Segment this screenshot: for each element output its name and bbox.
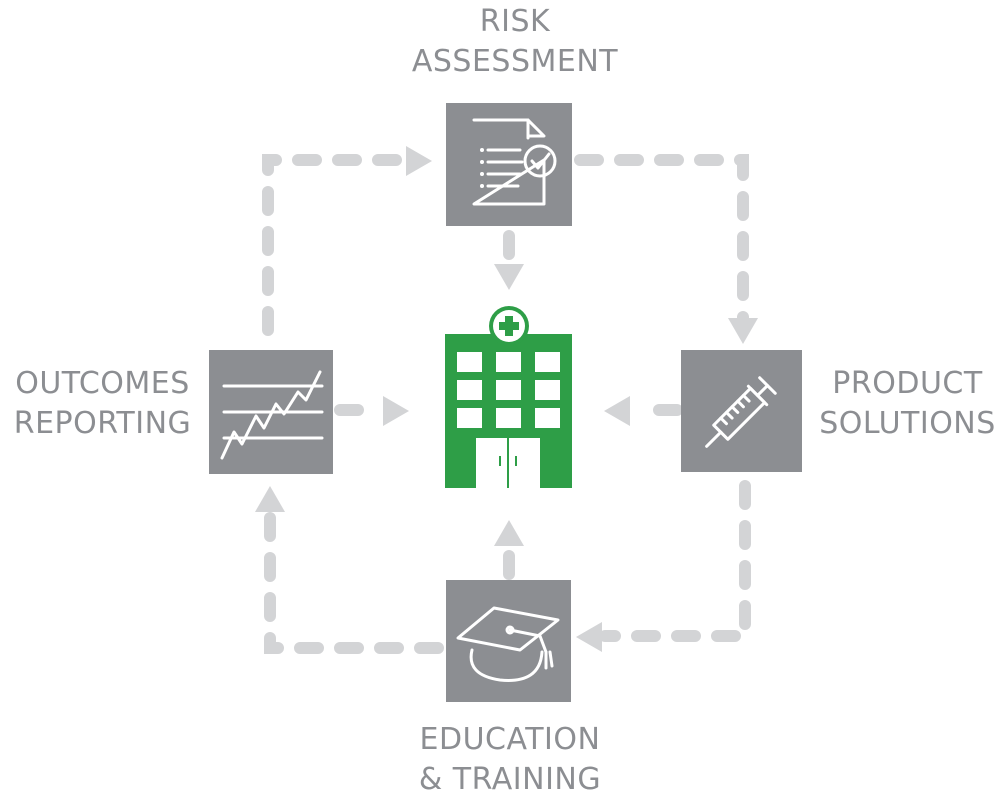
connector-outcomes-to-risk <box>262 154 406 336</box>
center-hospital-node <box>445 306 572 488</box>
product-solutions-label-line2: SOLUTIONS <box>819 406 996 441</box>
arrowhead-left-bottom <box>576 622 602 652</box>
graduation-cap-icon <box>456 606 560 682</box>
outcomes-reporting-label: OUTCOMES REPORTING <box>0 364 205 444</box>
outcomes-reporting-label-line1: OUTCOMES <box>15 366 190 401</box>
education-training-label-line2: & TRAINING <box>418 762 602 796</box>
line-chart-icon <box>220 370 324 460</box>
product-solutions-label-line1: PRODUCT <box>832 366 983 401</box>
arrowhead-down-right <box>728 318 758 344</box>
connector-product-to-education <box>599 480 751 642</box>
education-training-label-line1: EDUCATION <box>419 722 601 757</box>
arrowhead-up-center <box>494 520 524 546</box>
education-training-label: EDUCATION & TRAINING <box>360 720 660 796</box>
outcomes-reporting-label-line2: REPORTING <box>13 406 192 441</box>
arrowhead-right-center <box>383 396 409 426</box>
product-solutions-node <box>681 350 802 472</box>
risk-assessment-label: RISK ASSESSMENT <box>365 2 665 82</box>
connector-education-to-outcomes <box>264 504 444 654</box>
syringe-icon <box>705 376 777 448</box>
risk-assessment-label-line2: ASSESSMENT <box>411 44 619 79</box>
arrowhead-left-center <box>604 396 630 426</box>
hospital-icon <box>457 306 560 488</box>
risk-assessment-node <box>446 103 572 226</box>
arrowhead-right-top <box>406 146 432 176</box>
document-checklist-icon <box>472 118 557 206</box>
arrowhead-up-left <box>255 486 285 512</box>
connector-risk-to-product <box>574 154 749 336</box>
education-training-node <box>446 580 571 702</box>
risk-assessment-label-line1: RISK <box>479 4 551 39</box>
outcomes-reporting-node <box>209 350 333 474</box>
arrowhead-down-center <box>494 264 524 290</box>
product-solutions-label: PRODUCT SOLUTIONS <box>810 364 1005 444</box>
